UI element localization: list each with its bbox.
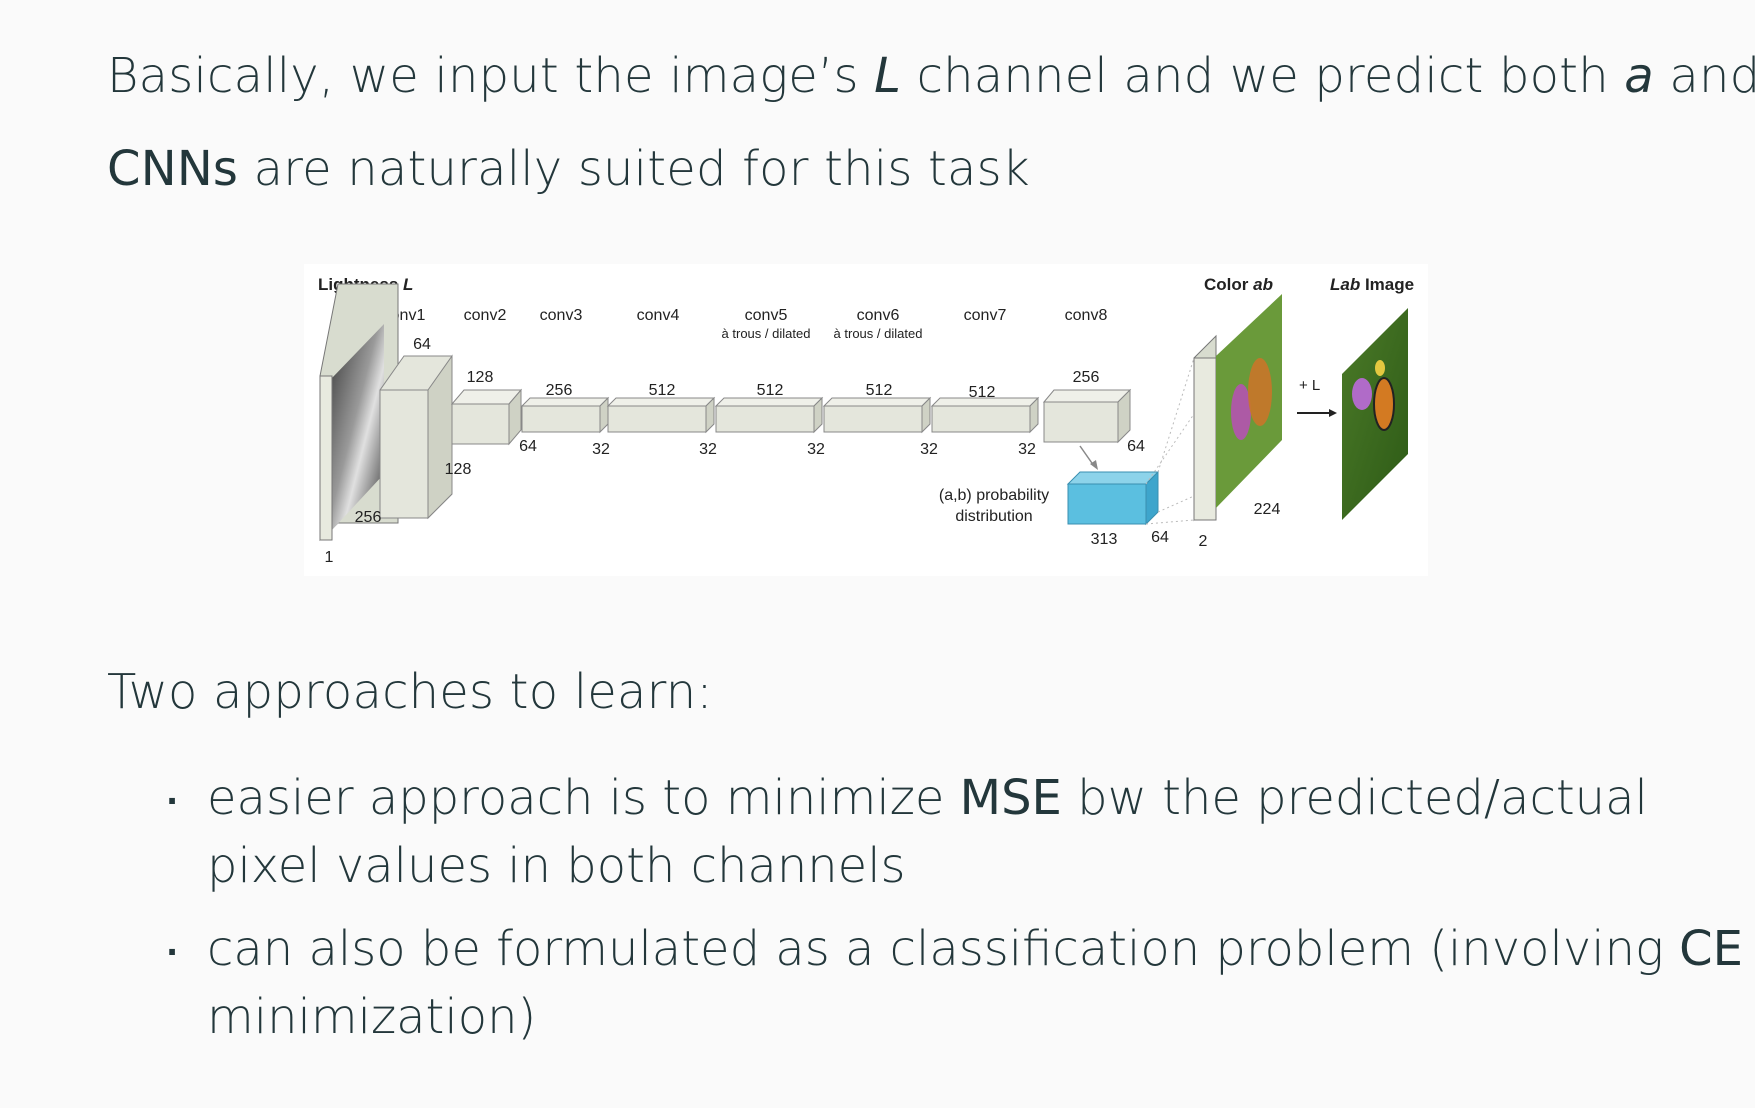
lab-yellow-flower	[1375, 360, 1385, 376]
conv7-channels: 512	[969, 384, 996, 401]
input-grayscale-image	[332, 324, 384, 530]
arrow-head	[1090, 460, 1098, 470]
prob-label-line1: (a,b) probability	[939, 487, 1049, 504]
var-a: a	[1624, 48, 1654, 104]
intro-text: channel and we predict both	[901, 48, 1625, 104]
conv8-label: conv8	[1065, 307, 1108, 324]
color-ab-size: 224	[1254, 501, 1281, 518]
conv8-channels: 256	[1073, 369, 1100, 386]
intro-text: and	[1669, 48, 1755, 104]
conv4-channels: 512	[649, 382, 676, 399]
conv7-side	[1029, 396, 1039, 434]
bullet-text: bw the predicted/actual	[1061, 770, 1648, 826]
projection-lines	[1145, 357, 1195, 525]
input-depth: 1	[325, 549, 334, 566]
conv4-spatial: 32	[699, 441, 717, 458]
section-title: Two approaches to learn:	[107, 664, 713, 720]
bullet-dot: ·	[166, 933, 179, 971]
color-ab-purple-blob	[1231, 384, 1251, 440]
ce-term: CE	[1679, 921, 1743, 977]
conv5-channels: 512	[757, 382, 784, 399]
conv7-spatial: 32	[1018, 441, 1036, 458]
conv2-side	[508, 388, 522, 446]
conv6-dilated-note: à trous / dilated	[834, 326, 923, 341]
conv1-spatial: 128	[445, 461, 472, 478]
conv2-block	[451, 403, 510, 445]
conv6-label: conv6	[857, 307, 900, 324]
lab-flower	[1352, 378, 1372, 410]
cnn-architecture-figure: Lightness L Color ab Lab Image conv1 con…	[304, 264, 1428, 576]
intro-text: are naturally suited for this task	[238, 141, 1030, 197]
input-slab-front	[319, 375, 333, 541]
conv1-side	[427, 354, 453, 520]
conv5-top	[714, 397, 824, 407]
conv1-front	[379, 389, 429, 519]
color-ab-orange-blob	[1248, 358, 1272, 426]
plus-l-label: + L	[1299, 377, 1320, 394]
conv4-label: conv4	[637, 307, 680, 324]
conv7-label: conv7	[964, 307, 1007, 324]
conv2-spatial: 64	[519, 438, 537, 455]
bullet-text: can also be formulated as a classificati…	[207, 921, 1680, 977]
bullet-text: easier approach is to minimize	[207, 770, 960, 826]
conv3-block	[521, 405, 601, 433]
cnn-term: CNNs	[107, 141, 239, 197]
conv2-channels: 128	[467, 369, 494, 386]
conv8-side	[1117, 388, 1131, 444]
bullet-1-line-2: pixel values in both channels	[207, 838, 906, 894]
conv5-dilated-note: à trous / dilated	[722, 326, 811, 341]
bullet-1-line-1: easier approach is to minimize MSE bw th…	[207, 774, 1648, 822]
color-ab-depth: 2	[1199, 533, 1208, 550]
conv4-top	[606, 397, 716, 407]
conv5-side	[813, 396, 823, 434]
conv5-label: conv5	[745, 307, 788, 324]
prob-distribution-block	[1067, 483, 1147, 525]
plus-l-arrow-head	[1329, 409, 1337, 417]
conv2-label: conv2	[464, 307, 507, 324]
bullet-dot: ·	[166, 782, 179, 820]
input-size: 256	[355, 509, 382, 526]
conv6-side	[921, 396, 931, 434]
conv6-spatial: 32	[920, 441, 938, 458]
prob-label-line2: distribution	[955, 508, 1032, 525]
conv5-spatial: 32	[807, 441, 825, 458]
intro-line-2: CNNs are naturally suited for this task	[107, 145, 1030, 193]
conv4-block	[607, 405, 707, 433]
conv3-channels: 256	[546, 382, 573, 399]
conv8-spatial: 64	[1127, 438, 1145, 455]
conv6-block	[823, 405, 923, 433]
intro-line-1: Basically, we input the image’s L channe…	[107, 52, 1755, 100]
conv1-channels: 64	[413, 336, 431, 353]
lab-image-label: Lab Image	[1330, 275, 1414, 294]
conv5-block	[715, 405, 815, 433]
var-L: L	[874, 48, 902, 104]
conv8-top	[1042, 389, 1132, 403]
conv8-to-prob-arrow	[1079, 445, 1095, 467]
color-ab-label: Color ab	[1204, 275, 1273, 294]
architecture-diagram: Lightness L Color ab Lab Image conv1 con…	[318, 275, 1414, 566]
conv6-channels: 512	[866, 382, 893, 399]
conv3-label: conv3	[540, 307, 583, 324]
conv3-spatial: 32	[592, 441, 610, 458]
bullet-2-line-2: minimization)	[207, 989, 537, 1045]
color-ab-slab-front	[1193, 357, 1217, 521]
intro-text: Basically, we input the image’s	[107, 48, 875, 104]
conv6-top	[822, 397, 932, 407]
bullet-2-line-1: can also be formulated as a classificati…	[207, 925, 1743, 973]
prob-depth: 313	[1091, 531, 1118, 548]
conv7-block	[931, 405, 1031, 433]
lab-butterfly	[1373, 377, 1395, 431]
mse-term: MSE	[959, 770, 1062, 826]
prob-block-top	[1066, 471, 1160, 485]
conv8-block	[1043, 401, 1119, 443]
prob-size: 64	[1151, 529, 1169, 546]
conv3-top	[520, 397, 610, 407]
conv4-side	[705, 396, 715, 434]
